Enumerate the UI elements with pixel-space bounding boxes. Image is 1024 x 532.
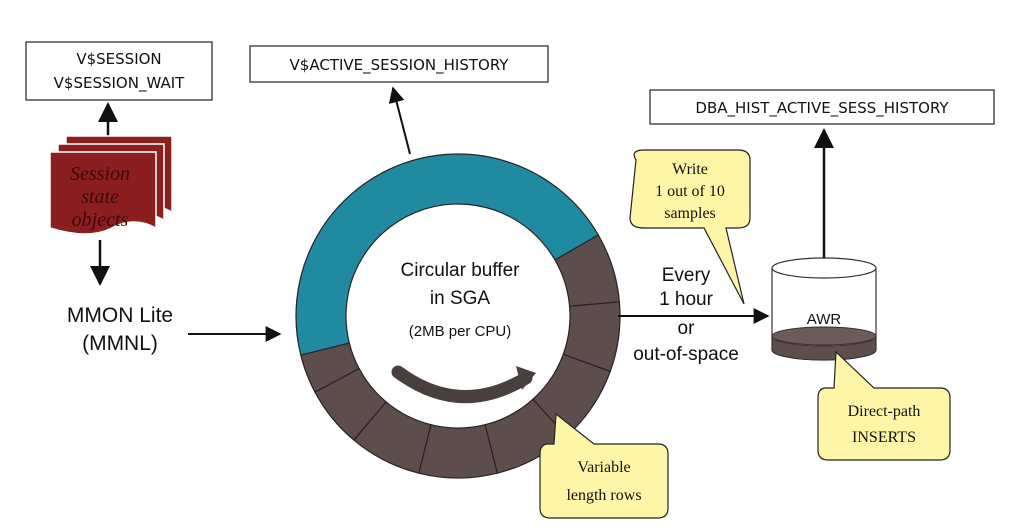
- mmnl-label: (MMNL): [82, 332, 158, 355]
- mmon-lite-process: MMON Lite (MMNL): [67, 304, 173, 355]
- rotation-arrow-icon: [391, 365, 533, 404]
- ring-filled-segment: [295, 153, 600, 356]
- flush-schedule-label: Every 1 hour or out-of-space: [633, 265, 739, 365]
- direct-path-callout: Direct-path INSERTS: [817, 350, 951, 461]
- direct-path-label-1: Direct-path: [848, 403, 921, 420]
- session-wait-view-label: V$SESSION_WAIT: [54, 74, 185, 93]
- variable-rows-label-1: Variable: [577, 459, 630, 476]
- circular-buffer-ring: [295, 153, 621, 479]
- session-objects-label-2: state: [81, 186, 119, 208]
- write-label-2: 1 out of 10: [655, 183, 725, 200]
- variable-rows-callout: Variable length rows: [539, 412, 669, 519]
- ring-empty-segment: [300, 342, 360, 393]
- database-cylinder-icon: AWR: [771, 257, 877, 361]
- buffer-label-2: in SGA: [430, 288, 491, 309]
- session-views-box: V$SESSION V$SESSION_WAIT: [25, 41, 213, 101]
- document-stack-icon: [49, 135, 173, 235]
- session-view-label: V$SESSION: [76, 50, 161, 68]
- write-label-1: Write: [672, 161, 708, 178]
- session-objects-label-3: objects: [72, 209, 129, 231]
- direct-path-label-2: INSERTS: [852, 429, 916, 446]
- dba-hist-view-box: DBA_HIST_ACTIVE_SESS_HISTORY: [649, 89, 995, 125]
- buffer-label-1: Circular buffer: [401, 260, 521, 281]
- ring-empty-segment: [418, 423, 498, 479]
- buffer-size-label: (2MB per CPU): [409, 323, 512, 340]
- rotation-arrow-head: [516, 366, 536, 390]
- every-label: Every: [662, 265, 711, 286]
- write-label-3: samples: [664, 205, 716, 222]
- ash-view-label: V$ACTIVE_SESSION_HISTORY: [290, 56, 510, 75]
- dba-hist-view-label: DBA_HIST_ACTIVE_SESS_HISTORY: [695, 99, 949, 118]
- or-label: or: [678, 318, 696, 339]
- awr-label: AWR: [807, 311, 842, 328]
- mmon-label: MMON Lite: [67, 304, 173, 327]
- buffer-to-ash-arrow: [388, 86, 411, 155]
- write-samples-callout: Write 1 out of 10 samples: [629, 149, 751, 305]
- out-of-space-label: out-of-space: [633, 344, 739, 365]
- variable-rows-label-2: length rows: [566, 487, 641, 504]
- ash-view-box: V$ACTIVE_SESSION_HISTORY: [249, 45, 549, 83]
- session-objects-label-1: Session: [70, 163, 130, 185]
- hour-label: 1 hour: [659, 289, 714, 310]
- session-state-objects: Session state objects: [49, 135, 173, 235]
